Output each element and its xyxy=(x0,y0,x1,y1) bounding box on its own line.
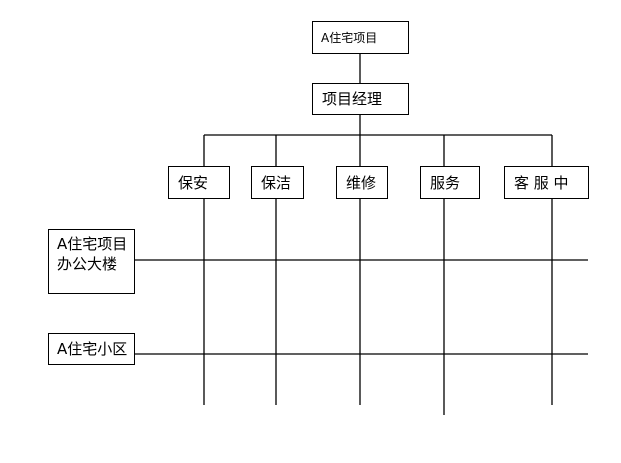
dept-node-customer-center: 客 服 中 xyxy=(504,166,589,199)
dept-node-maintenance: 维修 xyxy=(336,166,388,199)
dept-node-service: 服务 xyxy=(420,166,480,199)
dept-node-security: 保安 xyxy=(168,166,230,199)
site-node-office-building: A住宅项目 办公大楼 xyxy=(48,229,135,294)
root-node: A住宅项目 xyxy=(312,21,409,54)
manager-node: 项目经理 xyxy=(312,83,409,115)
site-node-residential: A住宅小区 xyxy=(48,333,135,365)
dept-node-cleaning: 保洁 xyxy=(251,166,304,199)
